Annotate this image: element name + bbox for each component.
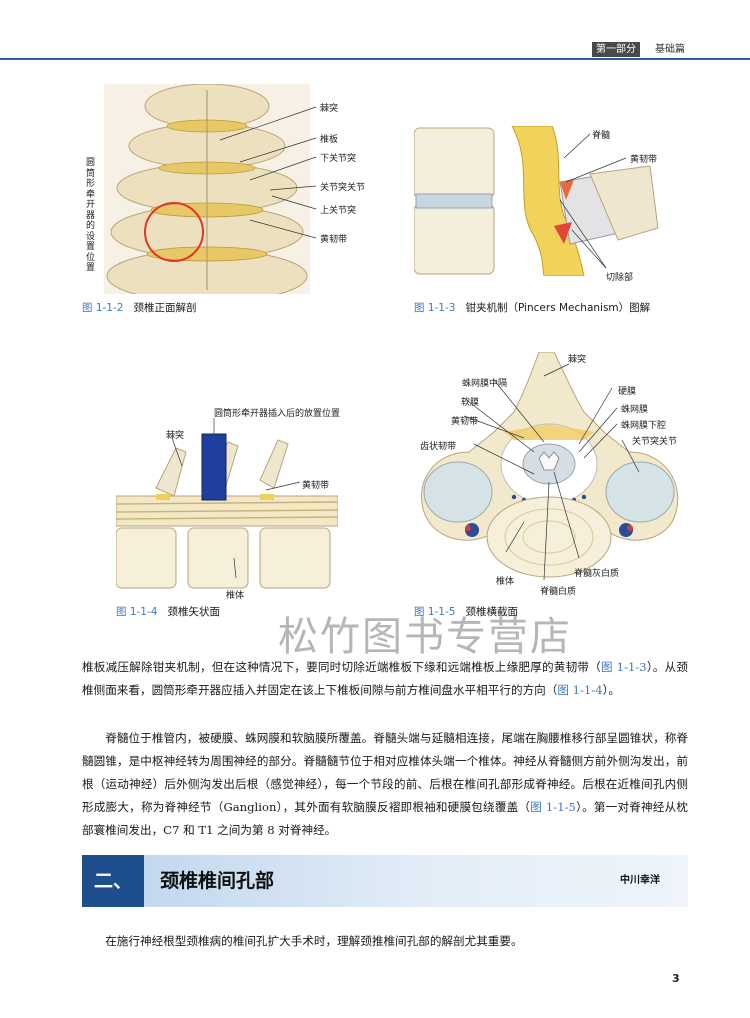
fig3-label-resection: 切除部 bbox=[606, 273, 634, 283]
fig3-caption: 图 1-1-3 钳夹机制（Pincers Mechanism）图解 bbox=[414, 300, 650, 315]
fig5-label-denticulate: 齿状韧带 bbox=[420, 442, 457, 452]
fig4-label-spinous: 棘突 bbox=[166, 431, 185, 441]
fig2-label-spinous: 棘突 bbox=[320, 104, 339, 114]
fig5-label-arachnoid-septum: 蛛网膜中隔 bbox=[462, 379, 508, 389]
fig5-label-arachnoid: 蛛网膜 bbox=[621, 405, 649, 415]
fig2-label-ligamentum: 黄韧带 bbox=[320, 235, 348, 245]
fig4-label-ligamentum: 黄韧带 bbox=[302, 481, 330, 491]
paragraph-1-text-c: ）。 bbox=[602, 683, 620, 697]
fig3-label-spinal-cord: 脊髓 bbox=[592, 131, 611, 141]
fig3-label-ligamentum: 黄韧带 bbox=[630, 155, 658, 165]
fig3-leader-lines bbox=[560, 133, 627, 269]
paragraph-2-text-b: ）。第一对脊神经从枕部寰椎间发出，C7 和 T1 之间为第 8 对脊神经。 bbox=[82, 800, 688, 837]
fig2-caption: 图 1-1-2 颈椎正面解剖 bbox=[82, 300, 196, 315]
section-author: 中川幸洋 bbox=[620, 875, 660, 886]
paragraph-2-ref-fig5[interactable]: 图 1-1-5 bbox=[530, 800, 576, 814]
header-section-title: 基础篇 bbox=[655, 44, 685, 55]
fig5-cross-section-illustration bbox=[420, 352, 679, 578]
section-title: 颈椎椎间孔部 bbox=[160, 870, 275, 892]
paragraph-1-ref-fig3[interactable]: 图 1-1-3 bbox=[600, 660, 647, 674]
fig2-caption-text: 颈椎正面解剖 bbox=[133, 302, 197, 314]
paragraph-2: 脊髓位于椎管内，被硬膜、蛛网膜和软脑膜所覆盖。脊髓头端与延髓相连接，尾端在胸腰椎… bbox=[82, 727, 688, 842]
fig5-label-vertebral-body: 椎体 bbox=[496, 577, 515, 587]
fig5-label-facet-joint: 关节突关节 bbox=[632, 437, 678, 447]
paragraph-3: 在施行神经根型颈椎病的椎间孔扩大手术时，理解颈推椎间孔部的解剖尤其重要。 bbox=[105, 934, 523, 948]
fig2-cervical-front-illustration bbox=[104, 84, 310, 294]
fig5-label-ligamentum: 黄韧带 bbox=[451, 417, 479, 427]
fig3-pincers-illustration bbox=[414, 126, 659, 276]
fig4-label-position: 圆筒形牵开器插入后的放置位置 bbox=[214, 409, 341, 419]
fig5-label-gray-white-matter: 脊髓灰白质 bbox=[574, 569, 620, 579]
fig2-label-lamina: 椎板 bbox=[320, 135, 339, 145]
fig4-sagittal-illustration bbox=[116, 418, 338, 589]
fig4-caption-text: 颈椎矢状面 bbox=[167, 606, 220, 618]
fig2-label-inferior-process: 下关节突 bbox=[320, 154, 357, 164]
fig2-label-facet-joint: 关节突关节 bbox=[320, 183, 366, 193]
paragraph-1-ref-fig4[interactable]: 图 1-1-4 bbox=[557, 683, 603, 697]
section-number: 二、 bbox=[82, 855, 144, 907]
fig5-label-spinous: 棘突 bbox=[568, 355, 587, 365]
fig5-label-dura: 硬膜 bbox=[618, 387, 637, 397]
fig5-caption-number: 图 1-1-5 bbox=[414, 606, 456, 618]
fig5-leader-lines bbox=[463, 363, 640, 581]
fig2-side-label: 圆筒形牵开器的设置位置 bbox=[86, 158, 96, 273]
paragraph-1-text-b: ）。从颈椎侧面来看，圆筒形牵开器应插入并固定在该上下椎板间隙与前方椎间盘水平相平… bbox=[82, 660, 689, 697]
header-rule bbox=[0, 58, 750, 60]
paragraph-1: 椎板减压解除钳夹机制，但在这种情况下，要同时切除近端椎板下缘和远端椎板上缘肥厚的… bbox=[82, 656, 688, 702]
fig4-label-vertebral-body: 椎体 bbox=[226, 591, 245, 601]
fig5-label-pia: 软膜 bbox=[461, 398, 480, 408]
paragraph-2-text-a: 脊髓位于椎管内，被硬膜、蛛网膜和软脑膜所覆盖。脊髓头端与延髓相连接，尾端在胸腰椎… bbox=[82, 731, 688, 814]
paragraph-1-text-a: 椎板减压解除钳夹机制，但在这种情况下，要同时切除近端椎板下缘和远端椎板上缘肥厚的… bbox=[82, 660, 601, 674]
page-number: 3 bbox=[672, 972, 680, 985]
fig4-caption: 图 1-1-4 颈椎矢状面 bbox=[116, 604, 220, 619]
header-part-tag: 第一部分 bbox=[592, 42, 640, 57]
fig2-label-superior-process: 上关节突 bbox=[320, 206, 357, 216]
fig5-caption-text: 颈椎横截面 bbox=[465, 606, 518, 618]
fig2-leader-lines bbox=[219, 106, 317, 239]
fig3-caption-number: 图 1-1-3 bbox=[414, 302, 456, 314]
fig5-label-white-matter: 脊髓白质 bbox=[540, 587, 577, 597]
fig5-label-subarachnoid: 蛛网膜下腔 bbox=[621, 421, 667, 431]
fig3-caption-text: 钳夹机制（Pincers Mechanism）图解 bbox=[465, 302, 651, 314]
section-header-band bbox=[82, 855, 688, 907]
watermark-text: 松竹图书专营店 bbox=[278, 614, 572, 660]
fig2-caption-number: 图 1-1-2 bbox=[82, 302, 124, 314]
fig4-caption-number: 图 1-1-4 bbox=[116, 606, 158, 618]
fig5-caption: 图 1-1-5 颈椎横截面 bbox=[414, 604, 518, 619]
